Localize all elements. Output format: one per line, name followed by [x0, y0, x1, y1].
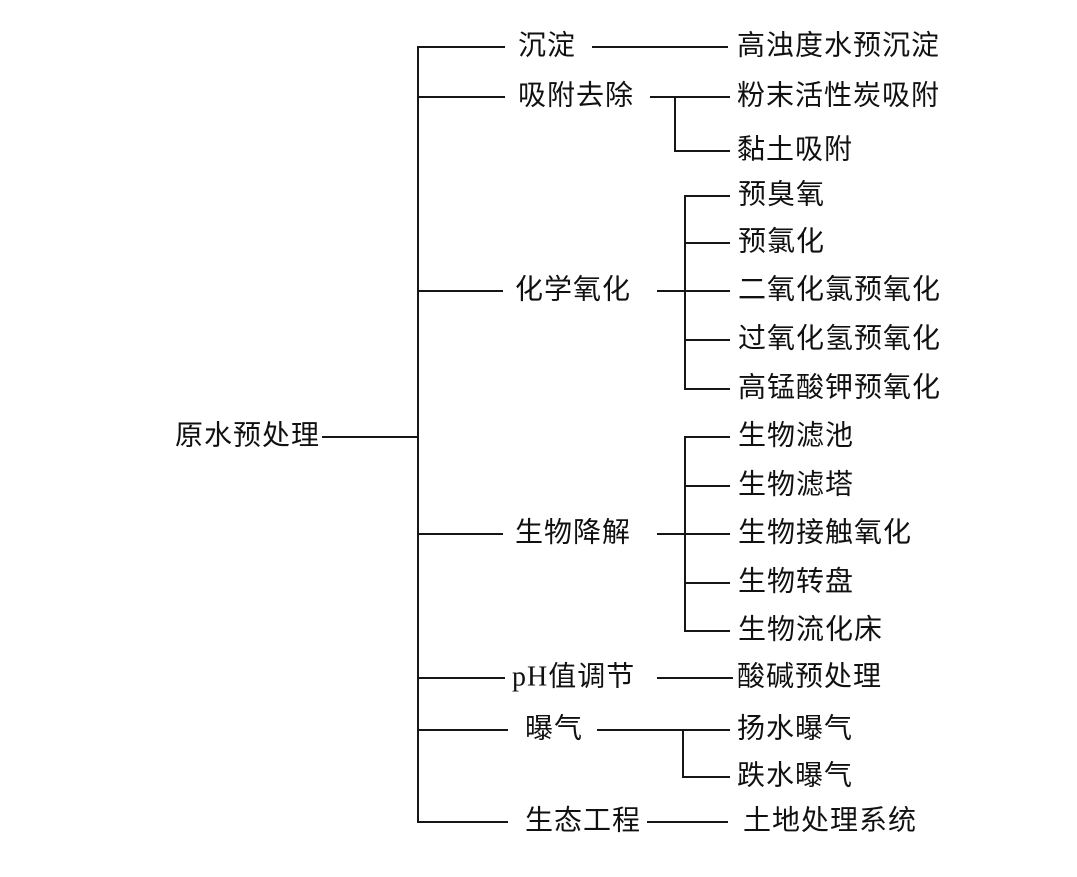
branch-aeration: 曝气 [525, 713, 584, 745]
leaf-water-lifting-aeration: 扬水曝气 [737, 713, 854, 745]
leaf-pre-chlorination: 预氯化 [738, 226, 826, 258]
leaf-biological-contact-oxidation: 生物接触氧化 [738, 517, 913, 549]
root-label: 原水预处理 [175, 420, 321, 452]
leaf-clay-adsorption: 黏土吸附 [737, 134, 854, 166]
branch-biodegradation: 生物降解 [515, 517, 632, 549]
leaf-high-turbidity-presedimentation: 高浊度水预沉淀 [737, 30, 941, 62]
leaf-potassium-permanganate-preoxidation: 高锰酸钾预氧化 [738, 372, 942, 404]
leaf-biological-filter: 生物滤池 [738, 420, 855, 452]
leaf-powdered-activated-carbon: 粉末活性炭吸附 [737, 80, 941, 112]
leaf-land-treatment-system: 土地处理系统 [743, 805, 918, 837]
branch-adsorption-removal: 吸附去除 [518, 80, 635, 112]
leaf-biological-fluidized-bed: 生物流化床 [738, 614, 884, 646]
branch-sedimentation: 沉淀 [518, 30, 577, 62]
leaf-rotating-biological-contactor: 生物转盘 [738, 566, 855, 598]
leaf-acid-alkali-pretreatment: 酸碱预处理 [737, 661, 883, 693]
leaf-hydrogen-peroxide-preoxidation: 过氧化氢预氧化 [738, 323, 942, 355]
branch-chemical-oxidation: 化学氧化 [515, 274, 632, 306]
leaf-chlorine-dioxide-preoxidation: 二氧化氯预氧化 [738, 274, 942, 306]
connector-group [322, 46, 733, 823]
branch-ecological-engineering: 生态工程 [525, 805, 642, 837]
leaf-cascade-aeration: 跌水曝气 [737, 760, 854, 792]
leaf-pre-ozonation: 预臭氧 [738, 179, 826, 211]
branch-ph-adjustment: pH值调节 [512, 661, 636, 693]
leaf-biological-filter-tower: 生物滤塔 [738, 469, 855, 501]
